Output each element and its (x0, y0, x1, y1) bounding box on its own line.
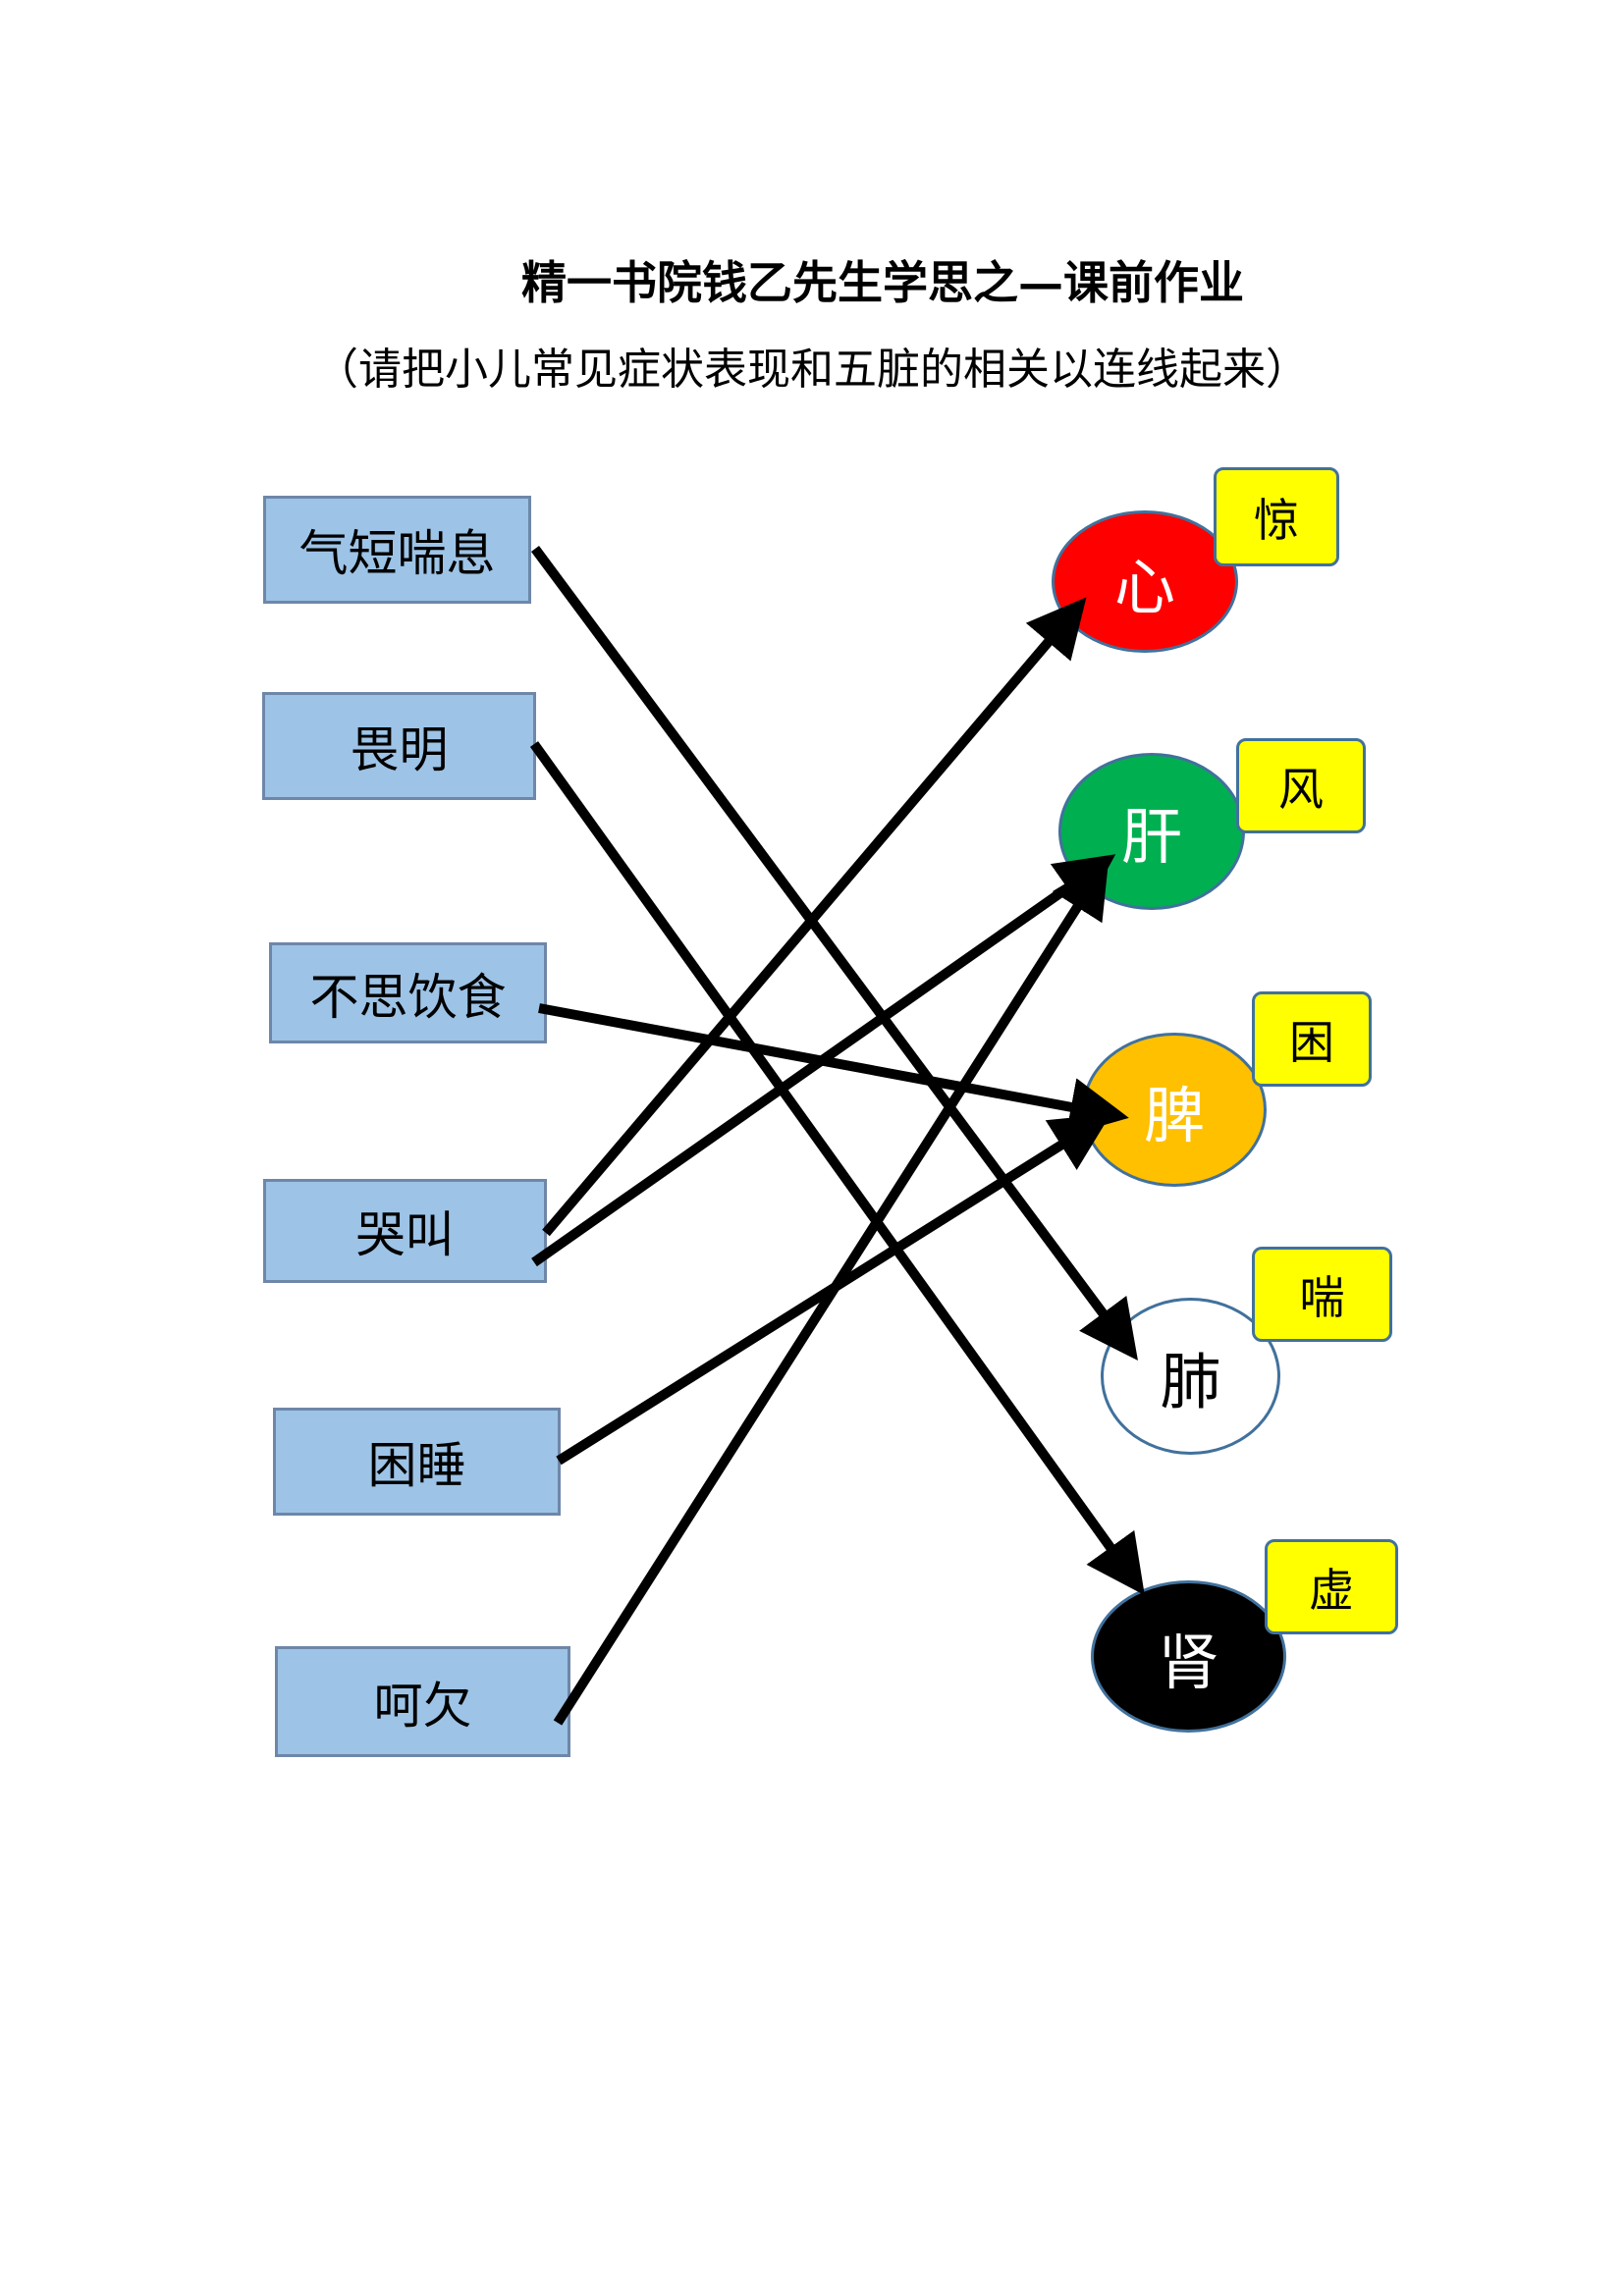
arrow-shortness-of-breath-to-lung (530, 546, 1138, 1362)
arrow-crying-to-heart (542, 597, 1087, 1237)
symptom-box-crying: 哭叫 (263, 1179, 547, 1283)
organ-kidney: 肾 (1091, 1580, 1286, 1733)
arrow-photophobia-to-kidney (529, 741, 1145, 1596)
organ-liver: 肝 (1058, 753, 1245, 910)
symptom-box-drowsiness: 困睡 (273, 1408, 561, 1516)
symptom-box-yawning: 呵欠 (275, 1646, 570, 1757)
tag-kidney: 虚 (1265, 1539, 1398, 1634)
organ-heart: 心 (1052, 510, 1238, 653)
organ-spleen: 脾 (1082, 1033, 1267, 1187)
page-title: 精一书院钱乙先生学思之—课前作业 (521, 256, 1244, 309)
tag-lung: 喘 (1252, 1247, 1392, 1342)
arrow-yawning-to-liver (553, 857, 1110, 1726)
page-subtitle: （请把小儿常见症状表现和五脏的相关以连线起来） (315, 345, 1309, 395)
tag-heart: 惊 (1214, 467, 1339, 566)
symptom-box-photophobia: 畏明 (262, 692, 536, 800)
arrow-no-appetite-to-spleen (538, 1003, 1129, 1137)
symptom-box-shortness-of-breath: 气短喘息 (263, 496, 531, 604)
arrow-crying-to-liver (531, 854, 1116, 1267)
tag-spleen: 困 (1252, 991, 1372, 1087)
tag-liver: 风 (1236, 738, 1366, 833)
arrow-drowsiness-to-spleen (556, 1113, 1111, 1466)
symptom-box-no-appetite: 不思饮食 (269, 942, 547, 1043)
